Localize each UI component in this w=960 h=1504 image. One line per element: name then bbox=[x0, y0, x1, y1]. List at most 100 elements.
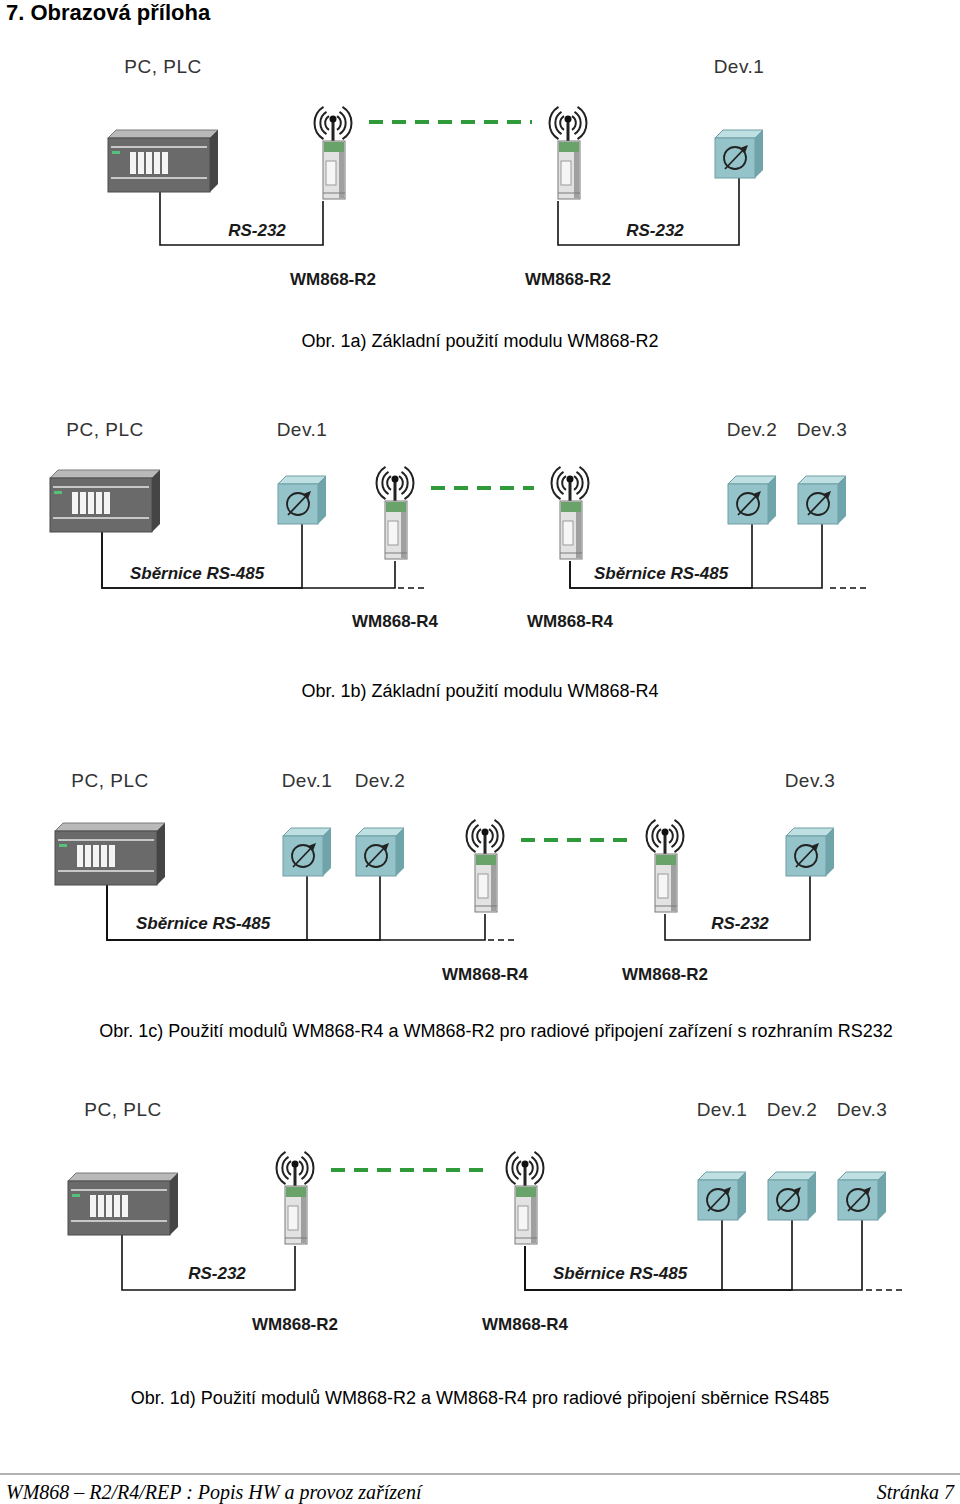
radio-module-icon bbox=[495, 1150, 555, 1246]
device-box: Dev.2 bbox=[768, 1172, 816, 1220]
cable bbox=[160, 192, 323, 245]
radio-link bbox=[521, 838, 629, 842]
page-footer: WM868 – R2/R4/REP : Popis HW a provoz za… bbox=[6, 1480, 422, 1504]
cable bbox=[570, 524, 752, 588]
cable bbox=[665, 876, 810, 940]
figure-caption: Obr. 1c) Použití modulů WM868-R4 a WM868… bbox=[99, 1020, 892, 1042]
interface-label: Sběrnice RS-485 bbox=[551, 1264, 689, 1284]
radio-module: WM868-R4 bbox=[495, 1150, 555, 1246]
cable bbox=[102, 524, 302, 588]
device-box: Dev.3 bbox=[838, 1172, 886, 1220]
radio-module-icon bbox=[540, 465, 600, 561]
radio-module-icon bbox=[635, 818, 695, 914]
device-label: Dev.1 bbox=[277, 420, 328, 440]
radio-module-icon bbox=[365, 465, 425, 561]
page-footer: Stránka 7 bbox=[877, 1480, 954, 1504]
device-label: Dev.2 bbox=[355, 771, 406, 791]
figure-caption: Obr. 1d) Použití modulů WM868-R2 a WM868… bbox=[131, 1387, 829, 1409]
device-box: Dev.1 bbox=[698, 1172, 746, 1220]
plc-unit: PC, PLC bbox=[55, 823, 165, 885]
cable bbox=[558, 178, 739, 245]
device-box-icon bbox=[283, 828, 331, 876]
device-box-icon bbox=[786, 828, 834, 876]
device-box: Dev.1 bbox=[715, 130, 763, 178]
radio-link bbox=[369, 120, 532, 124]
radio-module-icon bbox=[303, 105, 363, 201]
device-box-icon bbox=[715, 130, 763, 178]
device-box-icon bbox=[356, 828, 404, 876]
radio-module-icon bbox=[265, 1150, 325, 1246]
device-box-icon bbox=[698, 1172, 746, 1220]
plc-label: PC, PLC bbox=[71, 771, 148, 791]
cable bbox=[107, 885, 485, 940]
cable bbox=[525, 1220, 722, 1290]
device-box: Dev.3 bbox=[786, 828, 834, 876]
plc-unit-icon bbox=[55, 823, 165, 885]
radio-module: WM868-R4 bbox=[365, 465, 425, 561]
figure-caption: Obr. 1b) Základní použití modulu WM868-R… bbox=[301, 680, 658, 702]
plc-label: PC, PLC bbox=[84, 1100, 161, 1120]
interface-label: Sběrnice RS-485 bbox=[128, 564, 266, 584]
plc-unit-icon bbox=[108, 130, 218, 192]
module-label: WM868-R4 bbox=[442, 965, 528, 985]
device-box-icon bbox=[798, 476, 846, 524]
device-label: Dev.3 bbox=[837, 1100, 888, 1120]
figure-caption: Obr. 1a) Základní použití modulu WM868-R… bbox=[301, 330, 658, 352]
plc-label: PC, PLC bbox=[124, 57, 201, 77]
device-box: Dev.1 bbox=[283, 828, 331, 876]
device-label: Dev.3 bbox=[797, 420, 848, 440]
module-label: WM868-R2 bbox=[252, 1315, 338, 1335]
module-label: WM868-R2 bbox=[290, 270, 376, 290]
interface-label: RS-232 bbox=[226, 221, 288, 241]
radio-module: WM868-R2 bbox=[303, 105, 363, 201]
radio-module-icon bbox=[455, 818, 515, 914]
device-box: Dev.3 bbox=[798, 476, 846, 524]
module-label: WM868-R4 bbox=[352, 612, 438, 632]
device-label: Dev.2 bbox=[727, 420, 778, 440]
plc-unit-icon bbox=[68, 1173, 178, 1235]
radio-module: WM868-R2 bbox=[265, 1150, 325, 1246]
bus-continuation bbox=[866, 1289, 906, 1291]
device-label: Dev.1 bbox=[714, 57, 765, 77]
interface-label: RS-232 bbox=[624, 221, 686, 241]
bus-continuation bbox=[398, 587, 424, 589]
device-box: Dev.2 bbox=[728, 476, 776, 524]
cable bbox=[102, 532, 395, 588]
cable bbox=[570, 524, 822, 588]
plc-unit: PC, PLC bbox=[68, 1173, 178, 1235]
device-label: Dev.3 bbox=[785, 771, 836, 791]
module-label: WM868-R4 bbox=[482, 1315, 568, 1335]
interface-label: RS-232 bbox=[709, 914, 771, 934]
plc-unit: PC, PLC bbox=[50, 470, 160, 532]
device-box: Dev.2 bbox=[356, 828, 404, 876]
bus-continuation bbox=[830, 587, 870, 589]
bus-continuation bbox=[488, 939, 515, 941]
cable bbox=[107, 876, 380, 940]
module-label: WM868-R4 bbox=[527, 612, 613, 632]
radio-module: WM868-R2 bbox=[635, 818, 695, 914]
interface-label: Sběrnice RS-485 bbox=[134, 914, 272, 934]
plc-unit-icon bbox=[50, 470, 160, 532]
device-box-icon bbox=[728, 476, 776, 524]
device-box-icon bbox=[278, 476, 326, 524]
device-label: Dev.1 bbox=[282, 771, 333, 791]
radio-module: WM868-R2 bbox=[538, 105, 598, 201]
plc-unit: PC, PLC bbox=[108, 130, 218, 192]
device-label: Dev.1 bbox=[697, 1100, 748, 1120]
footer-rule bbox=[0, 1473, 960, 1475]
cable bbox=[107, 876, 307, 940]
cable bbox=[122, 1235, 295, 1290]
radio-module: WM868-R4 bbox=[540, 465, 600, 561]
device-box-icon bbox=[768, 1172, 816, 1220]
device-label: Dev.2 bbox=[767, 1100, 818, 1120]
cable bbox=[525, 1220, 862, 1290]
radio-link bbox=[431, 486, 534, 490]
interface-label: RS-232 bbox=[186, 1264, 248, 1284]
radio-link bbox=[331, 1168, 489, 1172]
module-label: WM868-R2 bbox=[525, 270, 611, 290]
page-title: 7. Obrazová příloha bbox=[6, 0, 210, 26]
cable bbox=[525, 1220, 792, 1290]
interface-label: Sběrnice RS-485 bbox=[592, 564, 730, 584]
